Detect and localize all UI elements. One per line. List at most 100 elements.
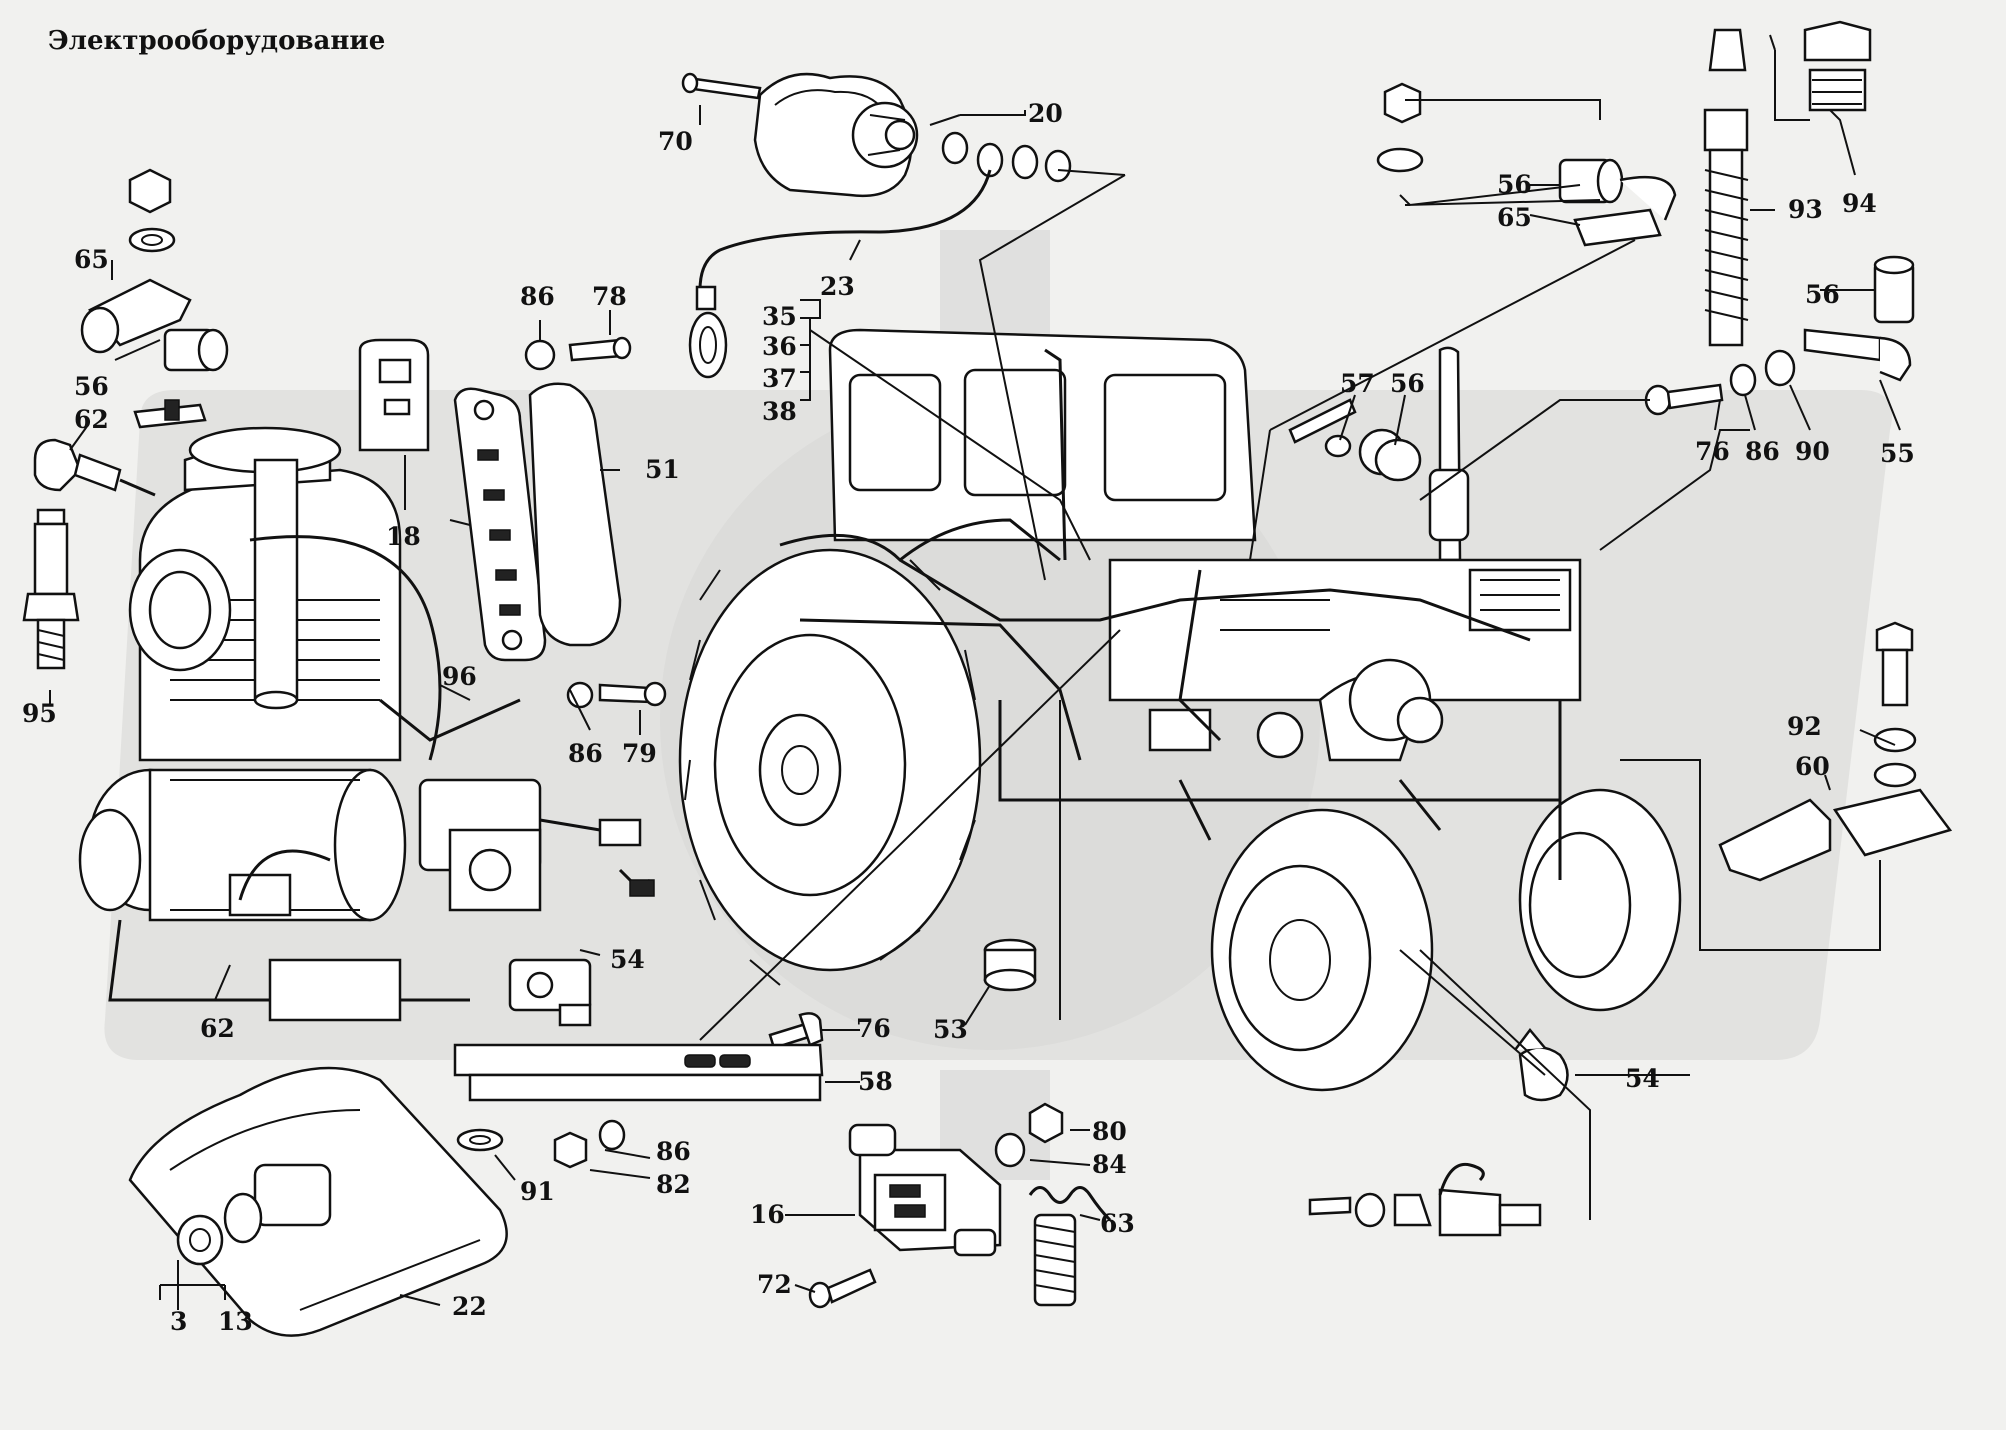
callout-84: 84 <box>1092 1150 1127 1179</box>
callout-labels: 70 20 23 35 36 37 38 65 56 62 95 18 86 7… <box>22 99 1915 1336</box>
callout-23: 23 <box>820 272 855 301</box>
callout-86-bottom: 86 <box>656 1137 691 1166</box>
carburetor <box>418 778 655 912</box>
terminal-block-18 <box>453 387 547 662</box>
plate-60 <box>1718 788 1953 882</box>
wire-23 <box>688 169 992 379</box>
callout-62-top: 62 <box>74 405 109 434</box>
plug-lead-93 <box>1703 28 1749 347</box>
sensor-assembly-right <box>1308 1162 1542 1237</box>
bushing-56-mid <box>1358 428 1422 482</box>
wiring-harness <box>779 518 1562 880</box>
bushing-56-top <box>1558 158 1624 204</box>
callout-94: 94 <box>1842 189 1877 218</box>
callout-65-left: 65 <box>74 245 109 274</box>
callout-54-right: 54 <box>1625 1064 1660 1093</box>
callout-56-top: 56 <box>1497 170 1532 199</box>
nut-80 <box>994 1102 1064 1168</box>
washer-86-bottom <box>598 1119 626 1151</box>
callout-57: 57 <box>1340 369 1375 398</box>
spring-63 <box>1028 1186 1112 1307</box>
spark-plug-95 <box>22 508 80 670</box>
wire-96 <box>238 535 521 901</box>
callout-56-left: 56 <box>74 372 109 401</box>
callout-65-top: 65 <box>1497 203 1532 232</box>
callout-20: 20 <box>1028 99 1063 128</box>
bracket-58 <box>453 1043 824 1102</box>
callout-18: 18 <box>386 522 421 551</box>
nut-washer-top-right <box>1376 82 1424 173</box>
callout-82: 82 <box>656 1170 691 1199</box>
callout-62-bottom: 62 <box>200 1014 235 1043</box>
callout-51: 51 <box>645 455 680 484</box>
callout-95: 95 <box>22 699 57 728</box>
callout-53: 53 <box>933 1015 968 1044</box>
callout-76-right: 76 <box>1695 437 1730 466</box>
bolt-70 <box>681 72 762 100</box>
callout-36: 36 <box>762 332 797 361</box>
relay-16 <box>848 1123 1002 1257</box>
callout-22: 22 <box>452 1292 487 1321</box>
cap-94 <box>1803 20 1872 112</box>
headlamp-housing-20 <box>753 72 919 197</box>
callout-90: 90 <box>1795 437 1830 466</box>
callout-63: 63 <box>1100 1209 1135 1238</box>
callout-92: 92 <box>1787 712 1822 741</box>
callout-35: 35 <box>762 302 797 331</box>
callout-37: 37 <box>762 364 797 393</box>
bolt-78 <box>524 336 632 371</box>
callout-38: 38 <box>762 397 797 426</box>
tractor-cab <box>828 328 1257 561</box>
clamp-55 <box>1803 328 1912 382</box>
bolt-92 <box>1873 621 1917 788</box>
callout-3: 3 <box>170 1307 187 1336</box>
cover-22 <box>128 1066 508 1337</box>
callout-86-right: 86 <box>1745 437 1780 466</box>
switch-54-left <box>508 958 592 1027</box>
bushing-56-left <box>163 328 229 372</box>
callout-86-top: 86 <box>520 282 555 311</box>
callout-76-bottom: 76 <box>856 1014 891 1043</box>
callout-93: 93 <box>1788 195 1823 224</box>
callout-60: 60 <box>1795 752 1830 781</box>
nut-washer-65 <box>128 168 176 253</box>
washers-20 <box>941 131 1072 183</box>
callout-70: 70 <box>658 127 693 156</box>
callout-96: 96 <box>442 662 477 691</box>
sensor-53 <box>983 938 1037 992</box>
callout-72: 72 <box>757 1270 792 1299</box>
bracket-small-left <box>133 399 207 429</box>
plug-cap-62 <box>33 438 156 497</box>
callout-16: 16 <box>750 1200 785 1229</box>
callout-56-right: 56 <box>1805 280 1840 309</box>
nut-82 <box>553 1131 588 1169</box>
callout-54-left: 54 <box>610 945 645 974</box>
starter-generator <box>78 768 470 1022</box>
clamp-65-left <box>80 278 192 354</box>
callout-56-mid: 56 <box>1390 369 1425 398</box>
callout-79: 79 <box>622 739 657 768</box>
callout-58: 58 <box>858 1067 893 1096</box>
callout-55: 55 <box>1880 439 1915 468</box>
screw-79 <box>566 681 667 709</box>
screw-72 <box>808 1268 877 1309</box>
bolt-57 <box>1288 398 1357 458</box>
clamp-65-top <box>1573 175 1677 247</box>
callout-13: 13 <box>218 1307 253 1336</box>
front-wheel-left <box>1210 808 1434 1092</box>
cover-51 <box>528 382 622 647</box>
callout-80: 80 <box>1092 1117 1127 1146</box>
page-title: Электрооборудование <box>48 26 386 56</box>
air-intake <box>188 426 342 710</box>
callout-86-mid: 86 <box>568 739 603 768</box>
callout-91: 91 <box>520 1177 555 1206</box>
rear-wheel <box>678 548 982 986</box>
callout-78: 78 <box>592 282 627 311</box>
washer-91 <box>456 1128 504 1152</box>
exhaust-pipe <box>1428 346 1470 562</box>
front-wheel-right <box>1518 788 1682 1012</box>
bolt-76-bottom <box>768 1012 824 1050</box>
bracket-18 <box>358 338 430 452</box>
